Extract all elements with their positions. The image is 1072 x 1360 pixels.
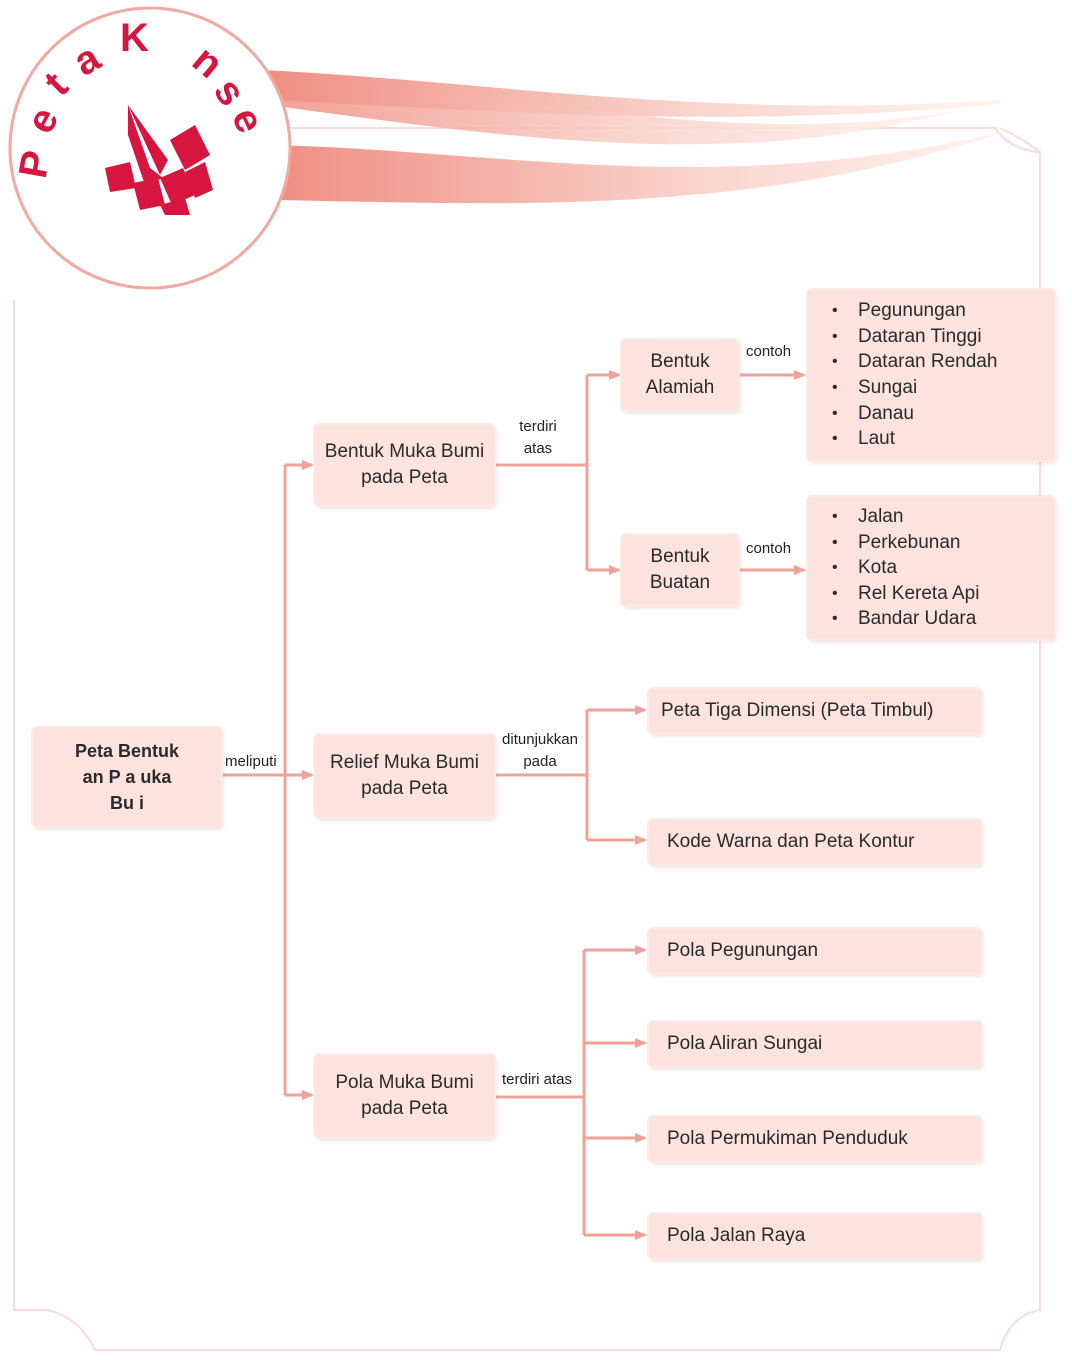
label-contoh: contoh	[746, 540, 792, 557]
list-item: Bandar Udara	[830, 606, 979, 632]
list-alamiah-examples: Pegunungan Dataran Tinggi Dataran Rendah…	[808, 290, 1054, 460]
node-relief-muka-bumi: Relief Muka Bumi pada Peta	[315, 735, 494, 817]
root-line: an P a uka	[82, 767, 172, 787]
node-line: pada Peta	[361, 1098, 448, 1119]
list-item: Dataran Tinggi	[830, 324, 997, 350]
list-item: Kota	[830, 555, 979, 581]
root-node: Peta Bentuk an P a uka Bu i	[33, 728, 221, 826]
node-bentuk-buatan: Bentuk Buatan	[622, 535, 738, 605]
swoosh-bottom	[270, 130, 1010, 204]
node-pola-muka-bumi: Pola Muka Bumi pada Peta	[315, 1055, 494, 1137]
node-line: Bentuk Muka Bumi	[324, 441, 485, 462]
node-line: pada Peta	[361, 778, 448, 799]
label-line: terdiri	[519, 418, 557, 435]
node-line: Bentuk	[650, 351, 710, 372]
label-terdiri-atas-1: terdiri atas	[508, 416, 568, 460]
node-line: Pola Muka Bumi	[335, 1072, 474, 1093]
node-line: Relief Muka Bumi	[330, 752, 479, 773]
root-line: Bu i	[110, 793, 144, 813]
list-item: Dataran Rendah	[830, 349, 997, 375]
label-line: atas	[523, 440, 553, 457]
label-line: pada	[523, 753, 557, 770]
node-kode-warna: Kode Warna dan Peta Kontur	[649, 820, 981, 864]
label-meliputi: meliputi	[225, 753, 277, 770]
list-item: Jalan	[830, 504, 979, 530]
badge-letter: K	[120, 16, 149, 60]
node-peta-tiga-dimensi: Peta Tiga Dimensi (Peta Timbul)	[649, 689, 981, 733]
node-pola-aliran-sungai: Pola Aliran Sungai	[649, 1022, 981, 1066]
node-pola-pegunungan: Pola Pegunungan	[649, 929, 981, 973]
label-terdiri-atas-2: terdiri atas	[502, 1071, 573, 1088]
node-line: Bentuk	[650, 546, 710, 567]
label-contoh: contoh	[746, 343, 792, 360]
node-line: pada Peta	[361, 467, 448, 488]
list-item: Sungai	[830, 375, 997, 401]
node-bentuk-alamiah: Bentuk Alamiah	[622, 340, 738, 410]
node-bentuk-muka-bumi: Bentuk Muka Bumi pada Peta	[315, 425, 494, 505]
label-line: ditunjukkan	[502, 731, 578, 748]
list-item: Laut	[830, 426, 997, 452]
list-buatan-examples: Jalan Perkebunan Kota Rel Kereta Api Ban…	[808, 497, 1054, 639]
list-item: Perkebunan	[830, 530, 979, 556]
root-line: Peta Bentuk	[74, 741, 180, 761]
list-item: Danau	[830, 401, 997, 427]
node-pola-jalan-raya: Pola Jalan Raya	[649, 1214, 981, 1258]
list-item: Pegunungan	[830, 298, 997, 324]
node-pola-permukiman: Pola Permukiman Penduduk	[649, 1117, 981, 1161]
logo-mark-icon	[105, 105, 213, 215]
label-ditunjukkan-pada: ditunjukkan pada	[496, 729, 584, 773]
node-line: Alamiah	[645, 377, 715, 398]
page-frame-border	[13, 127, 1041, 1351]
list-item: Rel Kereta Api	[830, 581, 979, 607]
node-line: Buatan	[649, 572, 711, 593]
